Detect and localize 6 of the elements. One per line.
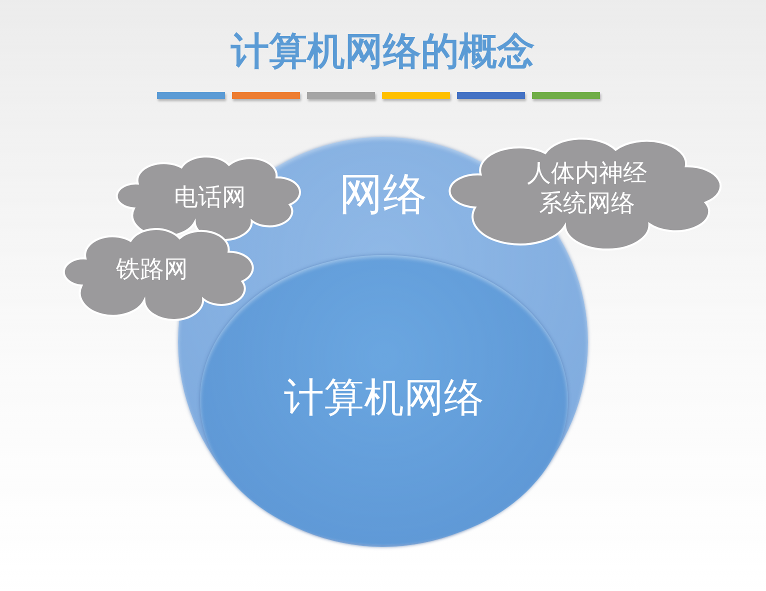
node-label: 铁路网: [115, 254, 189, 284]
node-label: 电话网: [173, 182, 247, 212]
title: 计算机网络的概念: [230, 28, 536, 75]
node-label: 网络: [338, 168, 428, 222]
node-label: 计算机网络: [283, 374, 485, 423]
node-label: 人体内神经系统网络: [526, 158, 648, 218]
